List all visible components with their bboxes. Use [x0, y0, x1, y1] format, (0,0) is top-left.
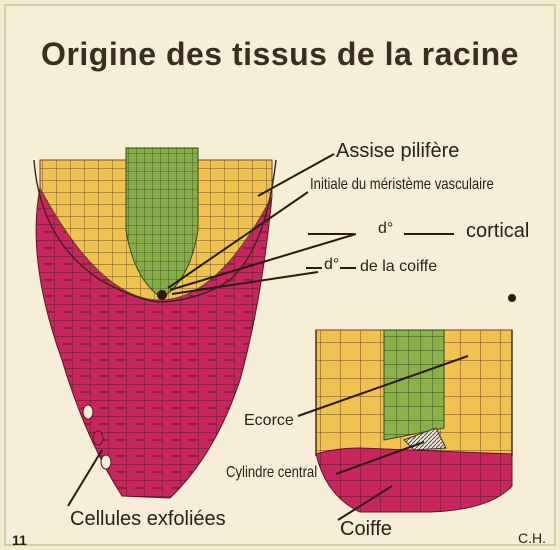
diagram-title: Origine des tissus de la racine [0, 36, 560, 73]
label-cortical: cortical [466, 220, 529, 243]
right-central-cylinder [384, 330, 444, 440]
exfoliated-cell [83, 405, 93, 419]
exfoliated-cell [93, 431, 103, 445]
left-meristem-initial [157, 290, 167, 300]
ink-dot [508, 294, 516, 302]
label-do-coiffe-mark: d° [324, 256, 339, 274]
label-cylindre-central-text: Cylindre central [226, 464, 317, 482]
label-do-cortical-mark: d° [378, 220, 393, 238]
leader-cellules-exfoliees [68, 450, 102, 506]
exfoliated-cell [101, 455, 111, 469]
right-root-cap-tissue [316, 448, 512, 512]
label-assise-pilifere: Assise pilifère [336, 140, 459, 163]
label-cellules-exfoliees: Cellules exfoliées [70, 508, 226, 531]
right-root-section [316, 330, 512, 512]
label-initiale-meristeme: Initiale du méristème vasculaire [310, 176, 534, 194]
label-ecorce: Ecorce [244, 412, 294, 430]
label-de-la-coiffe: de la coiffe [360, 258, 437, 276]
plate-number: 11 [12, 532, 27, 548]
label-coiffe-right: Coiffe [340, 518, 392, 541]
signature: C.H. [518, 530, 546, 546]
left-root-section [34, 148, 276, 498]
label-initiale-meristeme-text: Initiale du méristème vasculaire [310, 176, 494, 194]
label-cylindre-central: Cylindre central [226, 464, 337, 482]
